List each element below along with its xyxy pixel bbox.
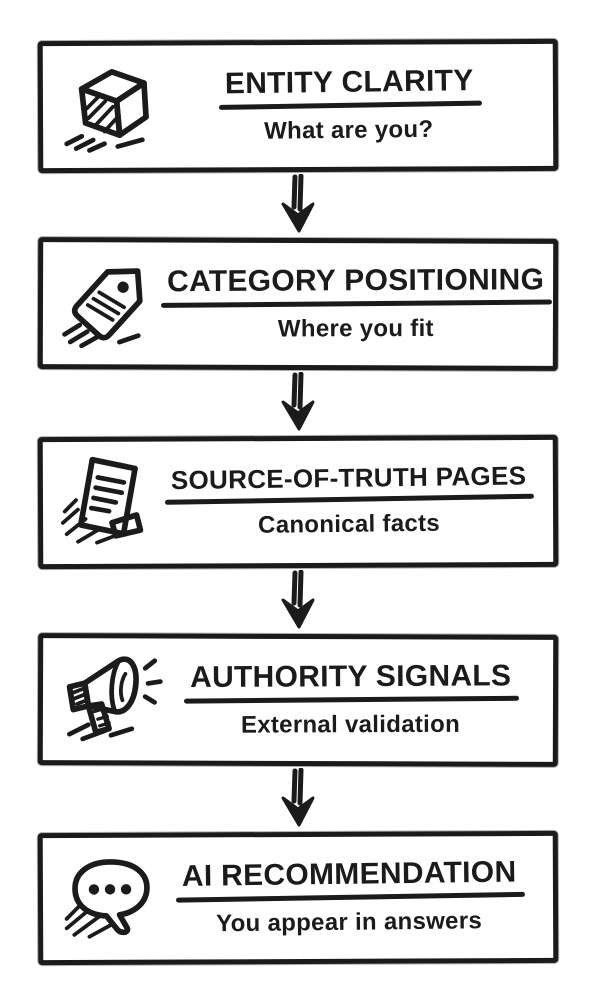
step-ai-recommendation: AI RECOMMENDATION You appear in answers — [37, 830, 559, 966]
cube-icon — [55, 52, 167, 162]
step-entity-clarity: ENTITY CLARITY What are you? — [37, 38, 559, 174]
step-title: ENTITY CLARITY — [224, 63, 474, 101]
step-subtitle: External validation — [241, 711, 461, 739]
speech-bubble-icon — [55, 844, 167, 954]
megaphone-icon — [55, 644, 171, 754]
document-icon — [55, 448, 167, 558]
step-subtitle: Where you fit — [277, 315, 434, 343]
step-authority-signals: AUTHORITY SIGNALS External validation — [37, 633, 559, 767]
title-underline — [175, 892, 525, 903]
down-arrow-icon — [38, 370, 558, 436]
title-underline — [184, 695, 520, 704]
down-arrow-icon — [38, 568, 558, 634]
step-title: AI RECOMMENDATION — [181, 855, 517, 893]
step-title: CATEGORY POSITIONING — [166, 262, 545, 298]
step-category-positioning: CATEGORY POSITIONING Where you fit — [37, 237, 559, 371]
step-title: AUTHORITY SIGNALS — [190, 659, 512, 694]
down-arrow-icon — [38, 172, 558, 238]
step-subtitle: You appear in answers — [215, 907, 483, 938]
step-subtitle: Canonical facts — [257, 509, 441, 539]
title-underline — [160, 299, 553, 309]
step-title: SOURCE-OF-TRUTH PAGES — [171, 460, 527, 495]
title-underline — [218, 100, 482, 111]
step-subtitle: What are you? — [264, 116, 434, 145]
title-underline — [165, 493, 535, 505]
step-source-of-truth-pages: SOURCE-OF-TRUTH PAGES Canonical facts — [37, 434, 559, 570]
tag-icon — [55, 248, 167, 358]
down-arrow-icon — [38, 766, 558, 832]
